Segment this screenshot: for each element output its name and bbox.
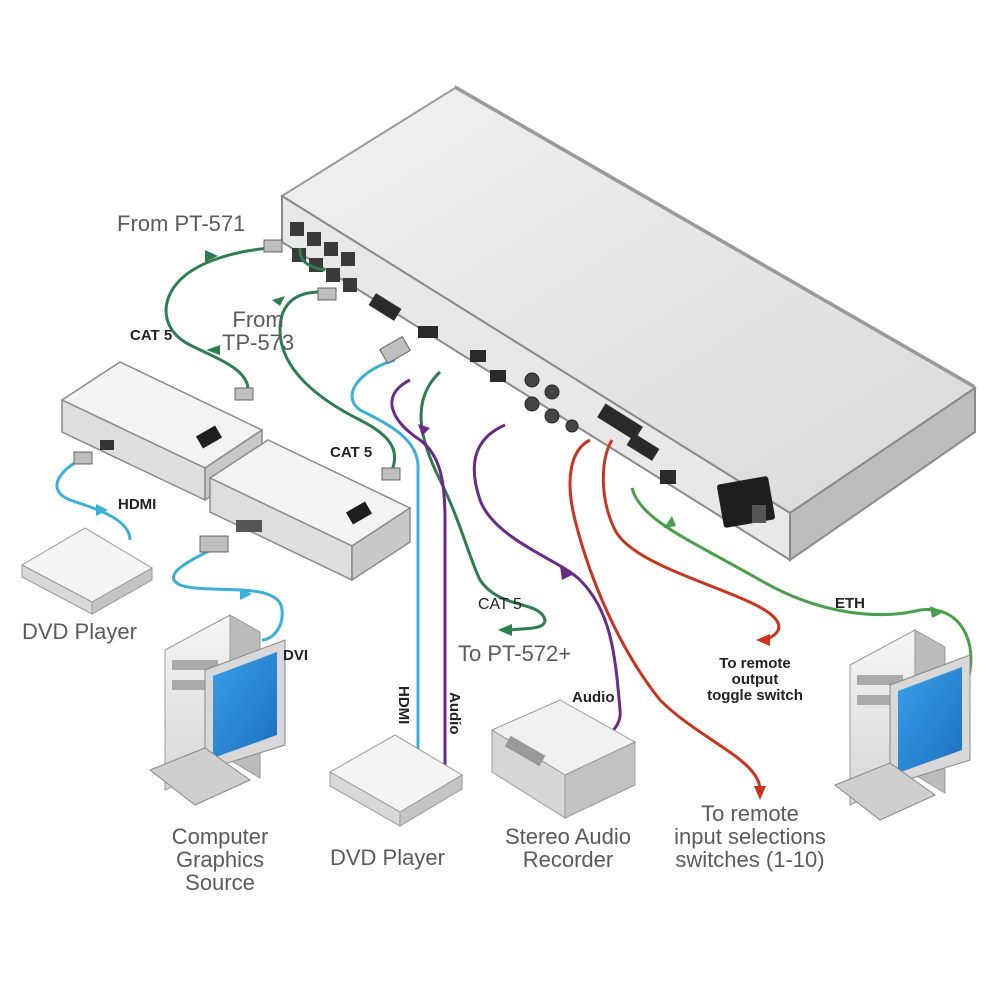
cat5-label-right: CAT 5 xyxy=(478,596,522,613)
hdmi-label-vertical: HDMI xyxy=(395,686,412,725)
hdmi-ports xyxy=(368,293,506,382)
from-tp573-label: From TP-573 xyxy=(222,308,294,354)
cat5-cable-1 xyxy=(164,246,273,393)
dvi-label: DVI xyxy=(283,647,309,664)
remote-input-cable xyxy=(568,438,766,800)
remote-input-line1: To remote xyxy=(701,801,799,826)
computer-source-line3: Source xyxy=(185,870,255,896)
connector-heads xyxy=(73,239,411,553)
stereo-recorder-label: Stereo Audio Recorder xyxy=(488,825,648,871)
from-tp573-line2: TP-573 xyxy=(222,330,295,356)
remote-input-line2: input selections xyxy=(674,824,826,850)
main-switcher-unit xyxy=(280,85,977,562)
remote-output-line1: To remote xyxy=(719,655,791,672)
dvi-cable xyxy=(172,546,284,642)
remote-output-cable xyxy=(601,439,781,646)
dvd-player-center-device xyxy=(328,734,463,827)
from-pt571-label: From PT-571 xyxy=(117,211,246,236)
audio-label-vertical: Audio xyxy=(446,692,463,735)
stereo-recorder-device xyxy=(490,699,637,819)
computer-right-device xyxy=(834,629,971,821)
cat5-cable-2 xyxy=(272,290,397,471)
cat5-cable-4 xyxy=(298,247,326,272)
rj45-ports xyxy=(290,222,357,292)
eth-label: ETH xyxy=(835,595,865,612)
from-tp573-line1: From xyxy=(232,307,284,332)
stereo-recorder-line1: Stereo Audio xyxy=(505,824,631,849)
hdmi-label-left: HDMI xyxy=(118,496,157,513)
remote-output-label: To remote output toggle switch xyxy=(690,656,820,703)
computer-source-line1: Computer xyxy=(171,824,269,849)
cat5-label-middle: CAT 5 xyxy=(330,444,373,461)
computer-source-line2: Graphics xyxy=(175,847,265,873)
terminal-block xyxy=(597,403,660,461)
audio-label: Audio xyxy=(572,689,615,706)
dvd-player-center-label: DVD Player xyxy=(330,845,445,870)
remote-output-line2: output xyxy=(731,670,779,688)
cat5-label-left: CAT 5 xyxy=(130,327,173,344)
remote-input-line3: switches (1-10) xyxy=(675,847,825,873)
rca-audio-ports xyxy=(524,372,579,433)
computer-source-label: Computer Graphics Source xyxy=(160,825,280,894)
dvd-player-left-label: DVD Player xyxy=(22,619,137,644)
remote-input-label: To remote input selections switches (1-1… xyxy=(660,802,840,871)
dvd-player-left-device xyxy=(20,527,153,615)
to-pt572-label: To PT-572+ xyxy=(458,641,572,666)
ethernet-port xyxy=(660,470,676,484)
stereo-recorder-line2: Recorder xyxy=(522,847,614,873)
power-inlet xyxy=(717,476,775,528)
audio-cable-recorder xyxy=(472,423,622,742)
hdmi-cable-left xyxy=(55,458,132,541)
receiver-box-2 xyxy=(208,439,412,582)
computer-left-device xyxy=(149,614,286,806)
remote-output-line3: toggle switch xyxy=(707,686,803,704)
